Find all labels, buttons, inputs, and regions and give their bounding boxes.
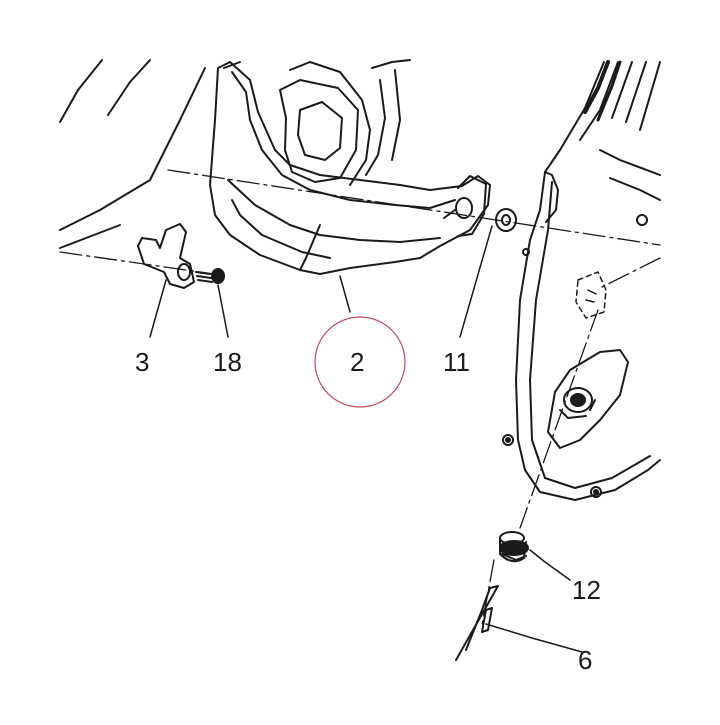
part-12-grommet[interactable] — [499, 531, 529, 563]
callout-6[interactable]: 6 — [578, 645, 593, 675]
callout-3[interactable]: 3 — [135, 347, 150, 377]
part-3-clip-bracket[interactable] — [137, 223, 195, 289]
body-frame-outline — [59, 59, 206, 249]
part-2-fairing-bracket[interactable] — [209, 59, 491, 275]
part-18-screw[interactable] — [195, 268, 225, 284]
side-panel-assembly — [502, 60, 661, 501]
leader-lines — [149, 225, 583, 653]
axis-center-lines — [59, 169, 661, 626]
part-6-rod[interactable] — [455, 585, 499, 661]
callout-2[interactable]: 2 — [350, 347, 365, 377]
callout-18[interactable]: 18 — [213, 347, 242, 377]
part-11-washer[interactable] — [495, 208, 517, 232]
callout-11[interactable]: 11 — [443, 347, 470, 377]
callout-12[interactable]: 12 — [572, 575, 601, 605]
highlight-circle — [314, 316, 406, 408]
